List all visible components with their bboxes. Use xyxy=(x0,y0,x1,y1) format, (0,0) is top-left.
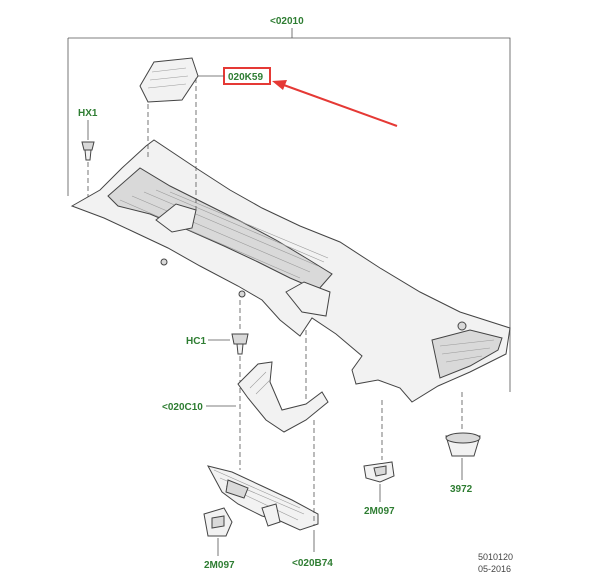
lower-bracket-part xyxy=(207,465,319,531)
label-b74[interactable]: <020B74 xyxy=(292,558,333,569)
reference-date: 05-2016 xyxy=(478,564,511,574)
label-3972[interactable]: 3972 xyxy=(450,484,473,495)
clip-2m097-right-part xyxy=(363,461,395,483)
clip-hx1 xyxy=(81,141,95,161)
label-c10[interactable]: <020C10 xyxy=(162,402,203,413)
label-hc1[interactable]: HC1 xyxy=(186,336,206,347)
label-2m097-right[interactable]: 2M097 xyxy=(364,506,395,517)
label-highlighted-part[interactable]: 020K59 xyxy=(228,72,263,83)
label-assembly[interactable]: <02010 xyxy=(270,16,304,27)
bracket-c10-part xyxy=(237,361,329,433)
clip-hc1 xyxy=(231,333,249,355)
reference-number: 5010120 xyxy=(478,552,513,562)
grommet-3972-part xyxy=(445,432,481,457)
grille-cover-part xyxy=(139,57,199,103)
label-hx1[interactable]: HX1 xyxy=(78,108,98,119)
label-2m097-left[interactable]: 2M097 xyxy=(204,560,235,571)
cowl-panel-part xyxy=(70,139,511,403)
arrow-shaft xyxy=(280,83,398,127)
arrow-head xyxy=(272,80,287,90)
clip-2m097-left-part xyxy=(203,507,233,537)
assembly-frame xyxy=(68,37,511,392)
